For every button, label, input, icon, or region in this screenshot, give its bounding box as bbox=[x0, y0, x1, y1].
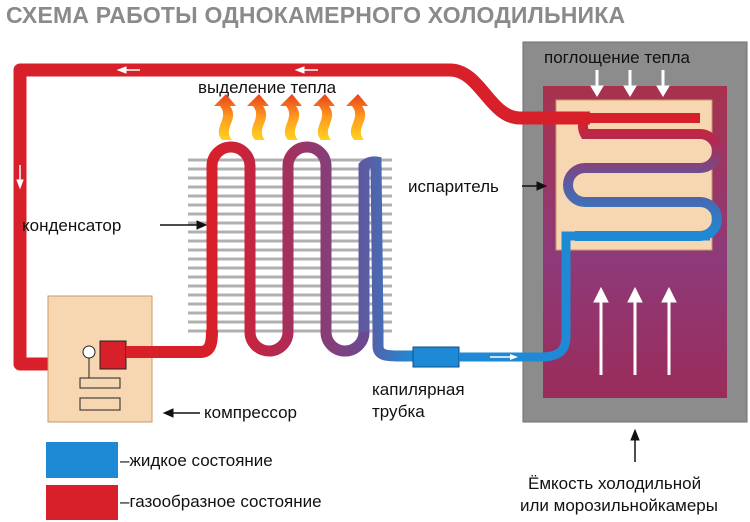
capillary-label-line2: трубка bbox=[372, 402, 425, 421]
capillary-filter bbox=[412, 231, 710, 368]
discharge-pipe bbox=[126, 329, 218, 358]
pointer-arrows bbox=[160, 181, 640, 462]
chamber-label-line1: Ёмкость холодильной bbox=[528, 474, 702, 493]
compressor-label: компрессор bbox=[204, 403, 297, 422]
legend-swatch-liquid bbox=[46, 442, 118, 478]
chamber-label-line2: или морозильнойкамеры bbox=[520, 496, 718, 515]
condenser-label: конденсатор bbox=[22, 216, 122, 235]
diagram-title: СХЕМА РАБОТЫ ОДНОКАМЕРНОГО ХОЛОДИЛЬНИКА bbox=[6, 2, 626, 28]
heat-release-label: выделение тепла bbox=[198, 78, 337, 97]
heat-absorption-arrows bbox=[590, 70, 670, 97]
evaporator-panel bbox=[555, 99, 713, 251]
capillary-label-line1: капилярная bbox=[372, 380, 465, 399]
gas-return-pipe bbox=[13, 63, 556, 371]
flow-arrows-top bbox=[16, 66, 318, 190]
heat-absorption-label: поглощение тепла bbox=[544, 48, 690, 67]
condenser-coil-3 bbox=[358, 156, 414, 362]
air-flow-arrows bbox=[593, 286, 677, 375]
evaporator-coil bbox=[563, 115, 722, 241]
evaporator-label: испаритель bbox=[408, 177, 499, 196]
condenser-coil-2 bbox=[282, 141, 370, 357]
compressor bbox=[47, 295, 153, 423]
legend-text-liquid: –жидкое состояние bbox=[120, 451, 273, 470]
legend-text-gas: –газообразное состояние bbox=[120, 492, 322, 511]
condenser-coil-1 bbox=[206, 141, 294, 357]
heat-flame-icons bbox=[214, 94, 368, 140]
legend-swatch-gas bbox=[46, 485, 118, 520]
